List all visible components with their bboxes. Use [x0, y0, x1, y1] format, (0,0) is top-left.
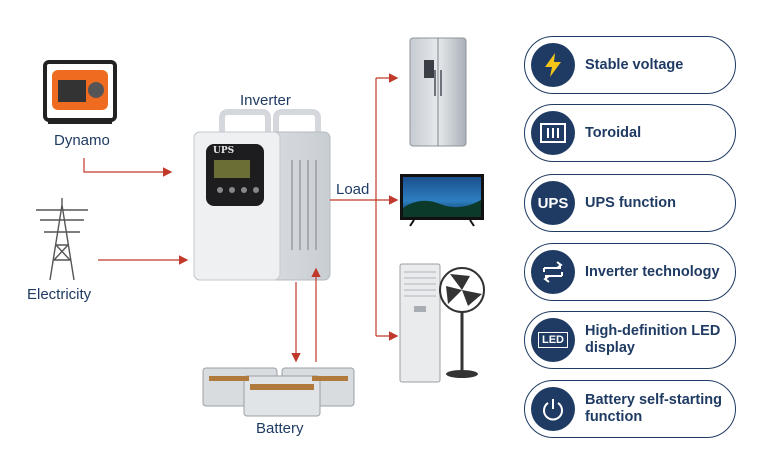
- air-conditioner-icon: [399, 263, 441, 383]
- feature-label: Toroidal: [585, 124, 642, 141]
- ups-icon: UPS: [531, 181, 575, 225]
- label-load: Load: [336, 181, 370, 198]
- feature-stable-voltage: Stable voltage: [524, 36, 736, 94]
- input-arrows: [83, 158, 189, 265]
- feature-label: Battery self-starting function: [585, 392, 722, 425]
- feature-battery-self-starting: Battery self-starting function: [524, 380, 736, 438]
- feature-label: Stable voltage: [585, 56, 684, 73]
- battery-arrows: [291, 267, 321, 363]
- power-icon: [531, 387, 575, 431]
- feature-label: UPS function: [585, 194, 677, 211]
- feature-label: Inverter technology: [585, 263, 720, 280]
- feature-toroidal: Toroidal: [524, 104, 736, 162]
- label-electricity: Electricity: [27, 286, 92, 303]
- lightning-icon: [531, 43, 575, 87]
- fan-icon: [439, 267, 485, 378]
- led-badge-text: LED: [538, 332, 568, 348]
- load-arrows: [330, 73, 399, 341]
- led-icon: LED: [531, 318, 575, 362]
- feature-label: High-definition LED display: [585, 323, 721, 356]
- inverter-arrows-icon: [531, 250, 575, 294]
- refrigerator-icon: [409, 37, 467, 147]
- battery-icons: [202, 367, 355, 417]
- dynamo-generator-icon: [43, 60, 117, 124]
- label-inverter: Inverter: [240, 92, 291, 109]
- label-dynamo: Dynamo: [54, 132, 110, 149]
- tv-icon: [400, 174, 484, 227]
- label-battery: Battery: [256, 420, 304, 437]
- inverter-unit: [193, 109, 331, 281]
- feature-led-display: LED High-definition LED display: [524, 311, 736, 369]
- ups-badge-text: UPS: [537, 194, 569, 212]
- electricity-pylon-icon: [36, 198, 88, 281]
- inverter-brand-label: UPS: [213, 146, 235, 156]
- feature-ups: UPS UPS function: [524, 174, 736, 232]
- toroidal-icon: [531, 111, 575, 155]
- feature-inverter-technology: Inverter technology: [524, 243, 736, 301]
